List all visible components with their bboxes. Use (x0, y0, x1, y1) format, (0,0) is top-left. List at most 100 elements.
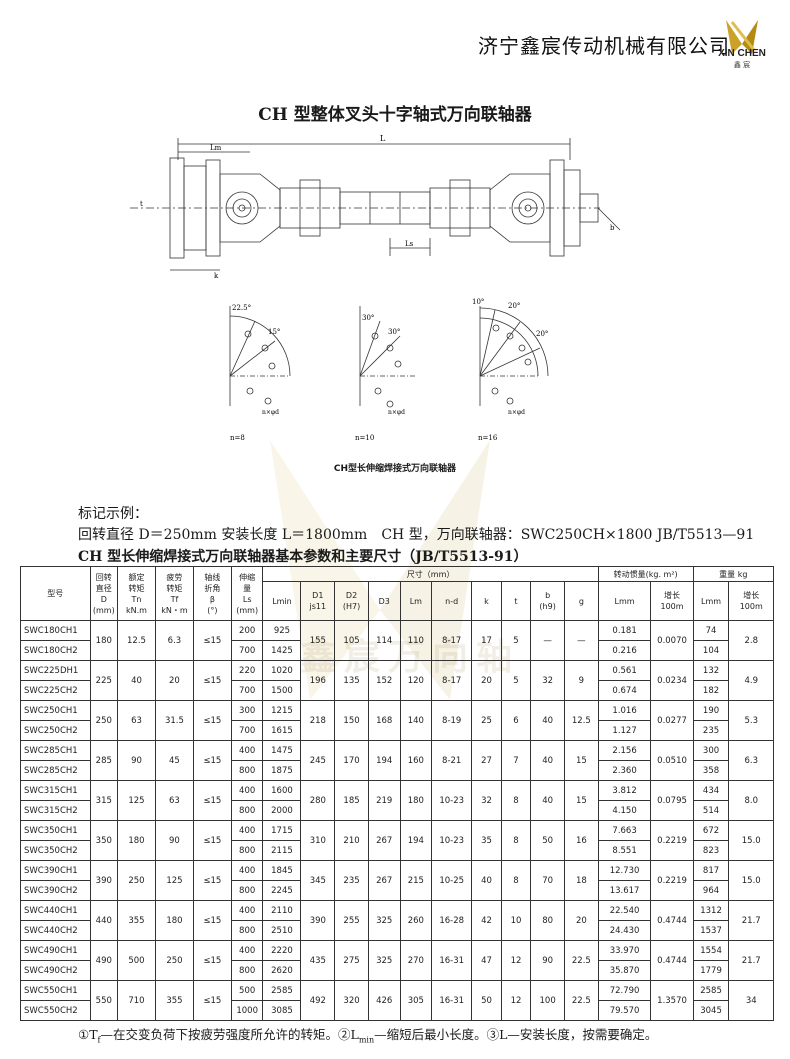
cell-Ls: 400 (230, 940, 264, 961)
cell-weight: 74 (692, 620, 730, 641)
cell-D: 285 (89, 740, 119, 781)
header-model: 型号 (20, 566, 91, 621)
cell-weight-inc: 8.0 (728, 780, 774, 821)
cell-inertia: 2.360 (597, 760, 652, 781)
cell-g: 18 (563, 860, 599, 901)
cell-Tn: 180 (117, 820, 156, 861)
cell-weight: 2585 (692, 980, 730, 1001)
cell-k: 40 (471, 860, 502, 901)
cell-Ls: 800 (230, 920, 264, 941)
cell-model: SWC350CH1 (20, 820, 91, 841)
cell-D2: 235 (334, 860, 369, 901)
cell-inertia: 3.812 (597, 780, 652, 801)
cell-weight-inc: 6.3 (728, 740, 774, 781)
cell-k: 47 (471, 940, 502, 981)
header-Lmin: Lmin (262, 581, 302, 621)
cell-inertia: 35.870 (597, 960, 652, 981)
cell-Ls: 800 (230, 880, 264, 901)
cell-g: 16 (563, 820, 599, 861)
cell-inertia: 7.663 (597, 820, 652, 841)
cell-nd: 8-17 (431, 660, 473, 701)
cell-weight-inc: 21.7 (728, 940, 774, 981)
cell-beta: ≤15 (192, 940, 232, 981)
cell-inertia: 22.540 (597, 900, 652, 921)
cell-beta: ≤15 (192, 820, 232, 861)
cell-t: 8 (500, 780, 532, 821)
cell-g: 15 (563, 740, 599, 781)
cell-D2: 150 (334, 700, 369, 741)
cell-Lmin: 2585 (262, 980, 302, 1001)
cell-b: 40 (530, 700, 565, 741)
footnote: ①Tf—在交变负荷下按疲劳强度所允许的转矩。②Lmin—缩短后最小长度。③L—安… (78, 1027, 658, 1045)
angle-label-20b: 20° (536, 330, 548, 338)
cell-model: SWC550CH1 (20, 980, 91, 1001)
cell-D2: 185 (334, 780, 369, 821)
cell-nd: 8-21 (431, 740, 473, 781)
cell-D: 315 (89, 780, 119, 821)
cell-beta: ≤15 (192, 740, 232, 781)
cell-t: 12 (500, 940, 532, 981)
cell-D3: 325 (367, 940, 401, 981)
cell-beta: ≤15 (192, 860, 232, 901)
cell-D1: 155 (300, 620, 336, 661)
cell-weight: 817 (692, 860, 730, 881)
cell-k: 17 (471, 620, 502, 661)
cell-t: 8 (500, 860, 532, 901)
cell-Ls: 800 (230, 840, 264, 861)
cell-weight: 190 (692, 700, 730, 721)
cell-inertia-inc: 0.2219 (650, 820, 694, 861)
angle-label-10: 10° (472, 298, 484, 306)
cell-weight: 104 (692, 640, 730, 661)
angle-label-30b: 30° (388, 328, 400, 336)
cell-weight-inc: 2.8 (728, 620, 774, 661)
cell-weight: 182 (692, 680, 730, 701)
cell-D3: 168 (367, 700, 401, 741)
cell-inertia: 2.156 (597, 740, 652, 761)
cell-inertia-inc: 0.0070 (650, 620, 694, 661)
header-Lm: Lm (399, 581, 433, 621)
cell-Lmin: 2245 (262, 880, 302, 901)
header-weight: 重量 kg (692, 566, 775, 582)
cell-model: SWC550CH2 (20, 1000, 91, 1021)
holes-label-8: n×φd (262, 409, 279, 416)
cell-Ls: 200 (230, 620, 264, 641)
cell-nd: 10-25 (431, 860, 473, 901)
cell-g: 15 (563, 780, 599, 821)
cell-b: 100 (530, 980, 565, 1021)
dim-t-label: t (140, 200, 143, 208)
cell-model: SWC180CH1 (20, 620, 91, 641)
cell-Lmin: 925 (262, 620, 302, 641)
cell-beta: ≤15 (192, 620, 232, 661)
cell-Tf: 180 (154, 900, 194, 941)
cell-inertia: 0.216 (597, 640, 652, 661)
header-g: g (563, 581, 599, 621)
cell-nd: 16-31 (431, 940, 473, 981)
cell-model: SWC225DH1 (20, 660, 91, 681)
marking-example-label: 标记示例： (78, 506, 148, 522)
cell-inertia: 33.970 (597, 940, 652, 961)
cell-D: 490 (89, 940, 119, 981)
cell-model: SWC490CH1 (20, 940, 91, 961)
cell-D2: 275 (334, 940, 369, 981)
cell-inertia-inc: 0.2219 (650, 860, 694, 901)
cell-inertia: 1.016 (597, 700, 652, 721)
cell-inertia-inc: 0.0510 (650, 740, 694, 781)
cell-Tn: 710 (117, 980, 156, 1021)
cell-Ls: 500 (230, 980, 264, 1001)
cell-inertia: 13.617 (597, 880, 652, 901)
cell-t: 10 (500, 900, 532, 941)
cell-k: 35 (471, 820, 502, 861)
header-nd: n-d (431, 581, 473, 621)
cell-D2: 210 (334, 820, 369, 861)
cell-weight: 434 (692, 780, 730, 801)
cell-weight: 823 (692, 840, 730, 861)
header-inertia-Lmm: Lmm (597, 581, 652, 621)
cell-weight: 3045 (692, 1000, 730, 1021)
